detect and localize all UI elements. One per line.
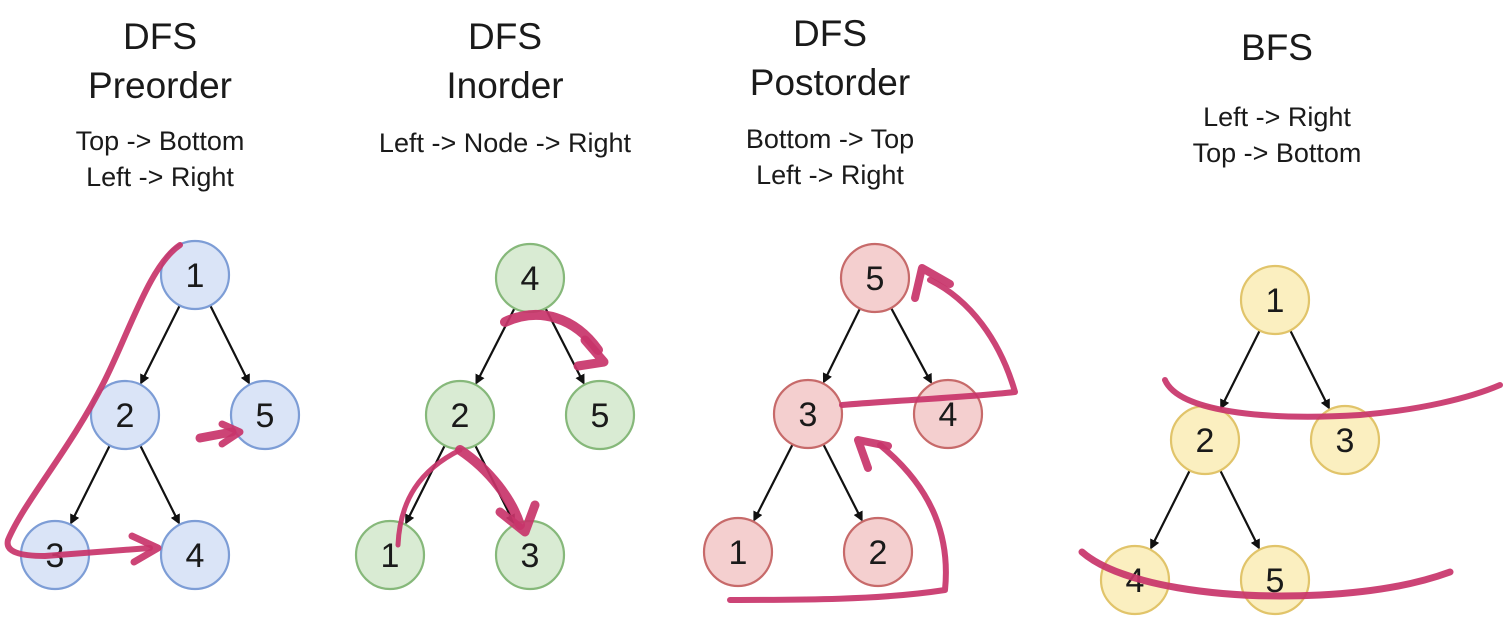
inorder-bottom-stroke-2: [455, 445, 525, 530]
panel-subtitle-line2: Top -> Bottom: [1193, 138, 1362, 168]
panel-subtitle-line1: Bottom -> Top: [746, 124, 914, 154]
tree-edge: [70, 444, 111, 525]
postorder-mid-stroke: [839, 277, 1018, 408]
tree-edge: [1150, 469, 1191, 550]
tree-node-label: 5: [1266, 562, 1285, 600]
inorder-top-arrowhead: [573, 335, 609, 371]
tree-node-label: 1: [186, 257, 205, 295]
panel-title-line1: DFS: [123, 16, 197, 57]
tree-node-circle: [354, 519, 426, 591]
preorder-right-arrow: [195, 427, 237, 443]
tree-node-label: 4: [939, 396, 958, 434]
tree-edge: [140, 304, 181, 385]
preorder-trace-stroke: [4, 242, 183, 559]
bfs-bottom-stroke: [1078, 548, 1454, 600]
panel-title-line2: Postorder: [750, 62, 910, 103]
inorder-bottom-arrowhead: [495, 500, 540, 537]
inorder-bottom-stroke: [395, 447, 463, 548]
panel-title-line2: Inorder: [446, 65, 563, 106]
tree-node-label: 2: [116, 397, 135, 435]
tree-edge: [209, 304, 250, 385]
tree-node-root: 5: [839, 242, 911, 314]
tree-node-label: 3: [1336, 422, 1355, 460]
tree-node-circle: [1309, 404, 1381, 476]
tree-node-label: 1: [729, 534, 748, 572]
tree-node-label: 5: [256, 397, 275, 435]
tree-node-circle: [564, 379, 636, 451]
tree-node-label: 1: [381, 537, 400, 575]
tree-node-left-right: 4: [159, 519, 231, 591]
tree-node-circle: [839, 242, 911, 314]
tree-edge: [405, 444, 446, 525]
preorder-trace-arrowhead: [128, 532, 162, 566]
tree-node-circle: [159, 519, 231, 591]
tree-node-label: 2: [1196, 422, 1215, 460]
tree-node-left: 2: [1169, 404, 1241, 476]
annotation-strokes: [4, 242, 1503, 603]
tree-node-left-left: 1: [354, 519, 426, 591]
tree-node-left-right: 3: [494, 519, 566, 591]
tree-node-label: 5: [591, 397, 610, 435]
tree-node-label: 2: [451, 397, 470, 435]
tree-edge: [1289, 329, 1330, 410]
tree-node-label: 1: [1266, 282, 1285, 320]
tree-edge: [139, 444, 180, 525]
panel-title-line1: DFS: [793, 13, 867, 54]
tree-node-label: 4: [186, 537, 205, 575]
tree-node-circle: [702, 516, 774, 588]
tree-node-circle: [89, 379, 161, 451]
tree-edge: [822, 443, 863, 522]
tree-node-left-right: 5: [1239, 544, 1311, 616]
panel-title-line2: Preorder: [88, 65, 232, 106]
tree-node-label: 4: [521, 260, 540, 298]
tree-edge: [890, 307, 932, 385]
tree-edge: [753, 443, 794, 522]
tree-node-circle: [159, 239, 231, 311]
panel-subtitle-line1: Left -> Right: [1203, 102, 1351, 132]
tree-node-label: 3: [521, 537, 540, 575]
panel-subtitle-line1: Left -> Node -> Right: [379, 128, 632, 158]
tree-node-left: 3: [772, 378, 844, 450]
tree-node-left-left: 1: [702, 516, 774, 588]
tree-node-right: 5: [229, 379, 301, 451]
tree-node-root: 1: [1239, 264, 1311, 336]
tree-node-circle: [772, 378, 844, 450]
preorder-right-arrowhead: [218, 420, 244, 448]
tree-node-circle: [229, 379, 301, 451]
postorder-bottom-stroke: [727, 442, 949, 603]
postorder-bottom-arrowhead: [854, 436, 892, 472]
tree-edge: [1220, 329, 1261, 410]
tree-node-label: 3: [799, 396, 818, 434]
tree-node-right: 5: [564, 379, 636, 451]
tree-node-right: 3: [1309, 404, 1381, 476]
panel-title-line1: DFS: [468, 16, 542, 57]
panel-subtitle-line2: Left -> Right: [86, 162, 234, 192]
tree-node-circle: [842, 516, 914, 588]
tree-node-root: 4: [494, 242, 566, 314]
tree-edge: [1219, 469, 1260, 550]
tree-node-left-right: 2: [842, 516, 914, 588]
bfs-row-stroke: [1162, 377, 1503, 420]
tree-node-left: 2: [89, 379, 161, 451]
panel-title-line1: BFS: [1241, 27, 1313, 68]
tree-node-root: 1: [159, 239, 231, 311]
tree-node-label: 2: [869, 534, 888, 572]
postorder-top-arrowhead: [911, 264, 954, 302]
tree-node-label: 5: [866, 260, 885, 298]
panel-subtitle-line1: Top -> Bottom: [76, 126, 245, 156]
tree-node-right: 4: [912, 378, 984, 450]
panel-subtitle-line2: Left -> Right: [756, 160, 904, 190]
tree-node-left: 2: [424, 379, 496, 451]
tree-node-circle: [1239, 264, 1311, 336]
tree-edge: [822, 308, 861, 384]
